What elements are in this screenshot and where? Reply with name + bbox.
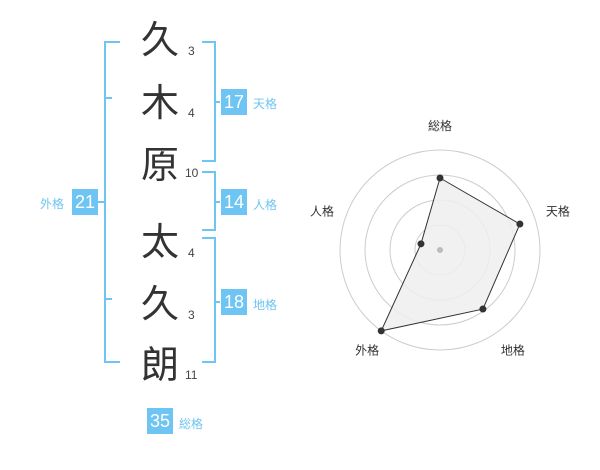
radar-point-5 — [417, 240, 425, 248]
tenkaku-label: 天格 — [253, 97, 278, 111]
radar-center-dot — [437, 247, 443, 253]
kanji-given-2: 久 — [141, 282, 180, 326]
chikaku-bracket — [202, 237, 216, 363]
gaikaku-badge: 21 — [72, 189, 98, 215]
radar-axis-label-3: 地格 — [501, 342, 525, 357]
gaikaku-bracket — [104, 41, 120, 363]
radar-axis-label-2: 天格 — [546, 204, 570, 219]
kanji-given-1: 太 — [141, 220, 180, 264]
tenkaku-badge: 17 — [221, 89, 247, 115]
kanji-given-3: 朗 — [141, 343, 180, 387]
radar-axis-label-1: 総格 — [428, 118, 452, 133]
bracket-tick — [104, 97, 112, 99]
bracket-connector — [98, 201, 104, 203]
radar-axis-label-5: 人格 — [310, 204, 334, 219]
radar-series-area — [380, 177, 521, 332]
jinkaku-badge: 14 — [221, 189, 247, 215]
stroke-count-given-2: 3 — [188, 308, 195, 322]
stroke-count-given-3: 11 — [185, 368, 198, 382]
bracket-tick — [104, 298, 112, 300]
jinkaku-label: 人格 — [253, 198, 278, 212]
soukaku-badge: 35 — [147, 408, 173, 434]
gaikaku-label: 外格 — [40, 197, 65, 211]
radar-axis-label-4: 外格 — [355, 342, 379, 357]
kanji-surname-3: 原 — [141, 143, 180, 187]
soukaku-label: 総格 — [179, 417, 204, 431]
stroke-count-surname-1: 3 — [188, 44, 195, 58]
radar-point-3 — [479, 305, 487, 313]
kanji-surname-2: 木 — [141, 81, 180, 125]
radar-grid-ring — [339, 149, 541, 351]
radar-point-2 — [516, 220, 524, 228]
stroke-count-given-1: 4 — [188, 246, 195, 260]
stroke-count-surname-2: 4 — [188, 106, 195, 120]
kanji-surname-1: 久 — [141, 18, 180, 62]
stroke-count-surname-3: 10 — [185, 166, 199, 180]
radar-point-1 — [436, 174, 444, 182]
bracket-connector — [214, 101, 220, 103]
chikaku-badge: 18 — [221, 289, 247, 315]
chikaku-label: 地格 — [253, 298, 278, 312]
radar-point-4 — [377, 327, 385, 335]
bracket-connector — [214, 301, 220, 303]
bracket-connector — [214, 201, 220, 203]
